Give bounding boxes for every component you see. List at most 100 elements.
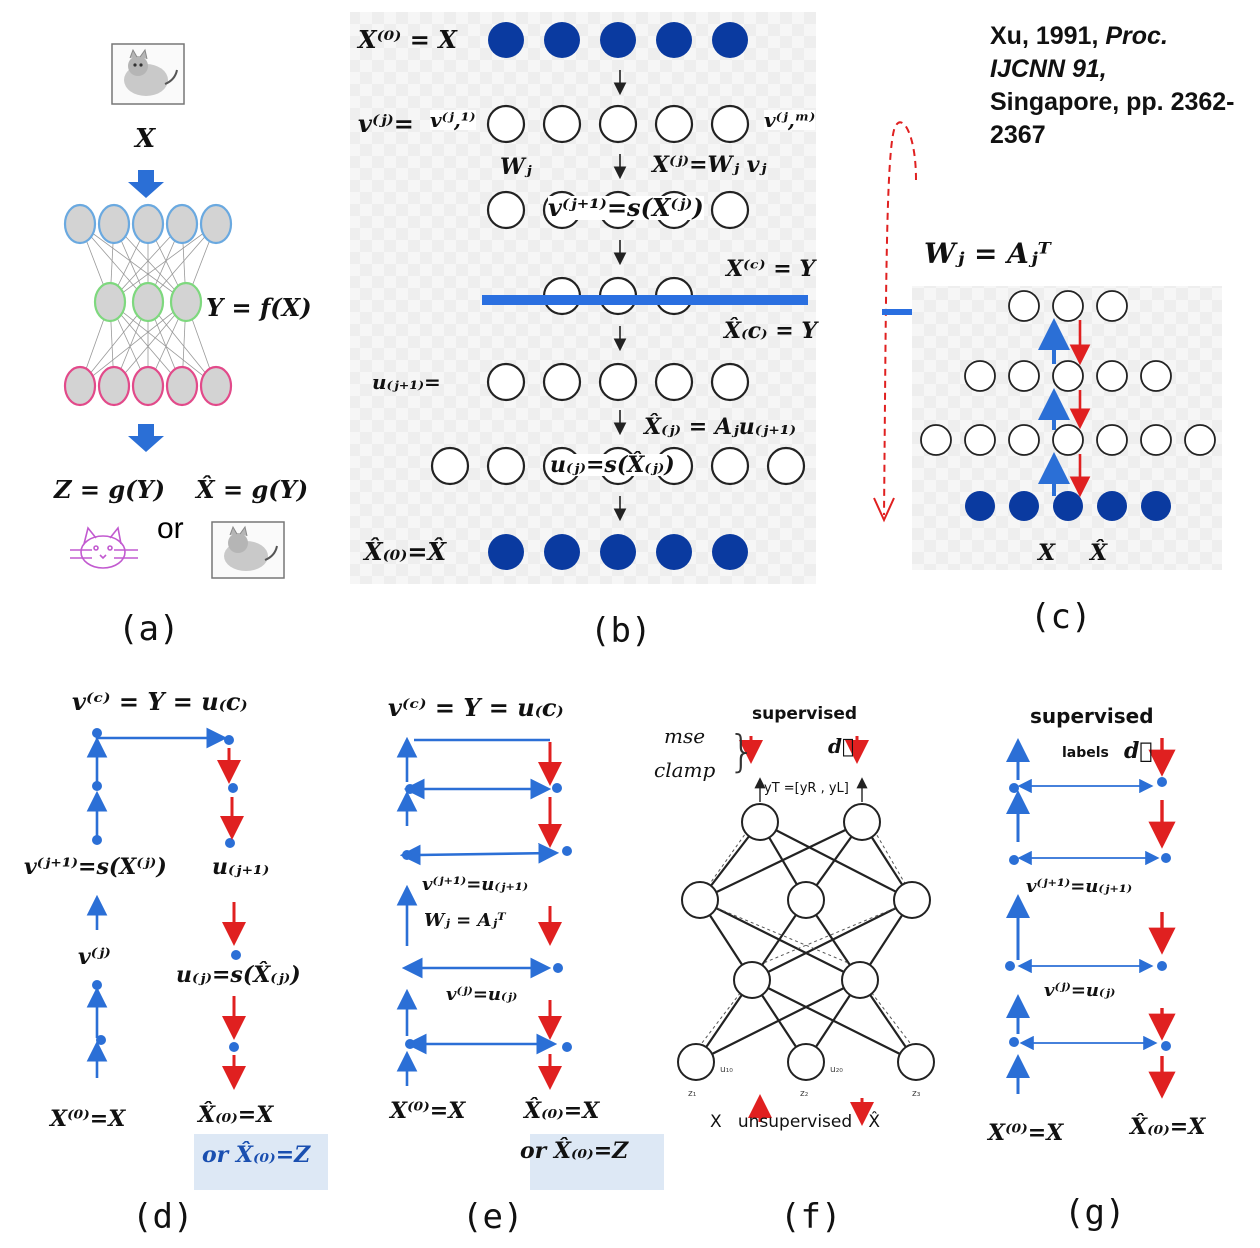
node-dot xyxy=(1157,777,1167,787)
node-dot xyxy=(562,1042,572,1052)
yt-equation: yT =[yR , yL] xyxy=(764,781,849,796)
hidden-node xyxy=(964,424,996,456)
hidden-node xyxy=(1052,360,1084,392)
input-node xyxy=(1009,491,1039,521)
input-node xyxy=(1097,491,1127,521)
input-node xyxy=(965,491,995,521)
code-bar xyxy=(482,295,808,305)
node-dot xyxy=(92,835,102,845)
vj-label: v⁽ʲ⁾ xyxy=(78,944,111,970)
or-equation: or X̂₍₀₎=Z xyxy=(520,1138,629,1164)
panel-g xyxy=(1005,738,1176,1099)
code-node xyxy=(1052,290,1084,322)
node-dot xyxy=(405,1039,415,1049)
node-dot xyxy=(96,1035,106,1045)
output-node xyxy=(843,803,881,841)
panel-label-g: (g) xyxy=(1064,1193,1126,1233)
panel-label-d: (d) xyxy=(132,1197,194,1237)
cat-photo-icon xyxy=(111,43,185,105)
x-label: X xyxy=(1038,540,1056,566)
xhat-j-equation: X̂₍ⱼ₎ = Aⱼu₍ⱼ₊₁₎ xyxy=(644,414,797,440)
target-vector: d⃗ xyxy=(828,734,854,758)
xhat-c-equation: X̂₍c₎ = Y xyxy=(724,318,818,344)
decoder-node xyxy=(542,362,582,402)
uj-equation: u₍ⱼ₎=s(X̂₍ⱼ₎) xyxy=(176,962,301,988)
hidden-node xyxy=(893,881,931,919)
node-dot xyxy=(1005,961,1015,971)
output-node xyxy=(131,365,165,407)
panel-label-c: (c) xyxy=(1030,597,1092,637)
bidirectional-arrow xyxy=(399,842,560,866)
brace-icon: } xyxy=(728,726,756,777)
node-dot xyxy=(92,728,102,738)
node-dot xyxy=(562,846,572,856)
u20-label: u₂₀ xyxy=(830,1065,843,1075)
v-jm-label: v⁽ʲ,ᵐ⁾ xyxy=(764,108,816,132)
supervised-label: supervised xyxy=(1030,704,1154,728)
output-node xyxy=(97,365,131,407)
mse-label: mse xyxy=(664,724,706,748)
decoder-node xyxy=(598,362,638,402)
input-node xyxy=(199,203,233,245)
clamp-label: clamp xyxy=(654,758,716,782)
input-node xyxy=(97,203,131,245)
code-node xyxy=(93,281,127,323)
vj-equation: v⁽ʲ⁾=u₍ⱼ₎ xyxy=(446,984,518,1005)
input-node xyxy=(1141,491,1171,521)
panel-a xyxy=(63,43,285,579)
decoder-equation-left: Z = g(Y) xyxy=(54,475,165,504)
hidden-node xyxy=(964,360,996,392)
v-j1-label: v⁽ʲ,¹⁾ xyxy=(430,108,476,132)
panel-label-e: (e) xyxy=(462,1197,524,1237)
hidden-node xyxy=(841,961,879,999)
node-dot xyxy=(1009,855,1019,865)
hidden-node xyxy=(1008,360,1040,392)
down-arrow-icon xyxy=(128,424,164,452)
up-right-arrow xyxy=(95,727,228,749)
xhat0-equation: X̂₍₀₎=X xyxy=(198,1102,274,1128)
output-node xyxy=(712,534,748,570)
output-node xyxy=(165,365,199,407)
x0-equation: X⁽⁰⁾=X xyxy=(988,1120,1064,1146)
node-dot xyxy=(405,784,415,794)
citation-venue: Proc. IJCNN 91, xyxy=(990,22,1168,83)
xc-equation: X⁽ᶜ⁾ = Y xyxy=(726,256,816,282)
wj-equation: Wⱼ = Aⱼᵀ xyxy=(924,237,1051,270)
decoder-node xyxy=(430,446,470,486)
node-dot xyxy=(225,838,235,848)
node-dot xyxy=(553,963,563,973)
input-node xyxy=(600,22,636,58)
node-dot xyxy=(92,980,102,990)
panel-b xyxy=(350,12,816,584)
hidden-node xyxy=(486,104,526,144)
hidden-node xyxy=(787,881,825,919)
vj-equation: v⁽ʲ⁾=u₍ⱼ₎ xyxy=(1044,980,1116,1001)
node-dot xyxy=(231,950,241,960)
target-vector: d⃗ xyxy=(1124,738,1153,764)
panel-c xyxy=(873,121,1222,570)
node-dot xyxy=(402,850,412,860)
input-label: X xyxy=(135,124,156,154)
arrowhead-icon xyxy=(873,497,895,523)
xhat0-equation: X̂₍₀₎=X xyxy=(524,1098,600,1124)
z1-label: z₁ xyxy=(688,1089,697,1099)
vj1-equation: v⁽ʲ⁺¹⁾=s(X⁽ʲ⁾) xyxy=(24,854,167,880)
unsupervised-label: X unsupervised X̂ xyxy=(710,1112,881,1132)
input-node xyxy=(787,1043,825,1081)
x0-equation: X⁽⁰⁾=X xyxy=(390,1098,466,1124)
z3-label: z₃ xyxy=(912,1089,921,1099)
hidden-node xyxy=(920,424,952,456)
hidden-node xyxy=(1052,424,1084,456)
decoder-node xyxy=(654,362,694,402)
x0-equation: X⁽⁰⁾ = X xyxy=(358,25,457,54)
or-text: or xyxy=(157,512,184,545)
u-j1-label: u₍ⱼ₊₁₎= xyxy=(372,370,441,394)
decoder-equation-right: X̂ = g(Y) xyxy=(196,475,309,504)
citation: Xu, 1991, Proc. IJCNN 91, Singapore, pp.… xyxy=(990,20,1240,152)
vj1-equation: v⁽ʲ⁺¹⁾=u₍ⱼ₊₁₎ xyxy=(1026,876,1133,897)
code-node xyxy=(1096,290,1128,322)
input-node xyxy=(131,203,165,245)
u10-label: u₁₀ xyxy=(720,1065,733,1075)
z2-label: z₂ xyxy=(800,1089,809,1099)
decoder-node xyxy=(486,362,526,402)
